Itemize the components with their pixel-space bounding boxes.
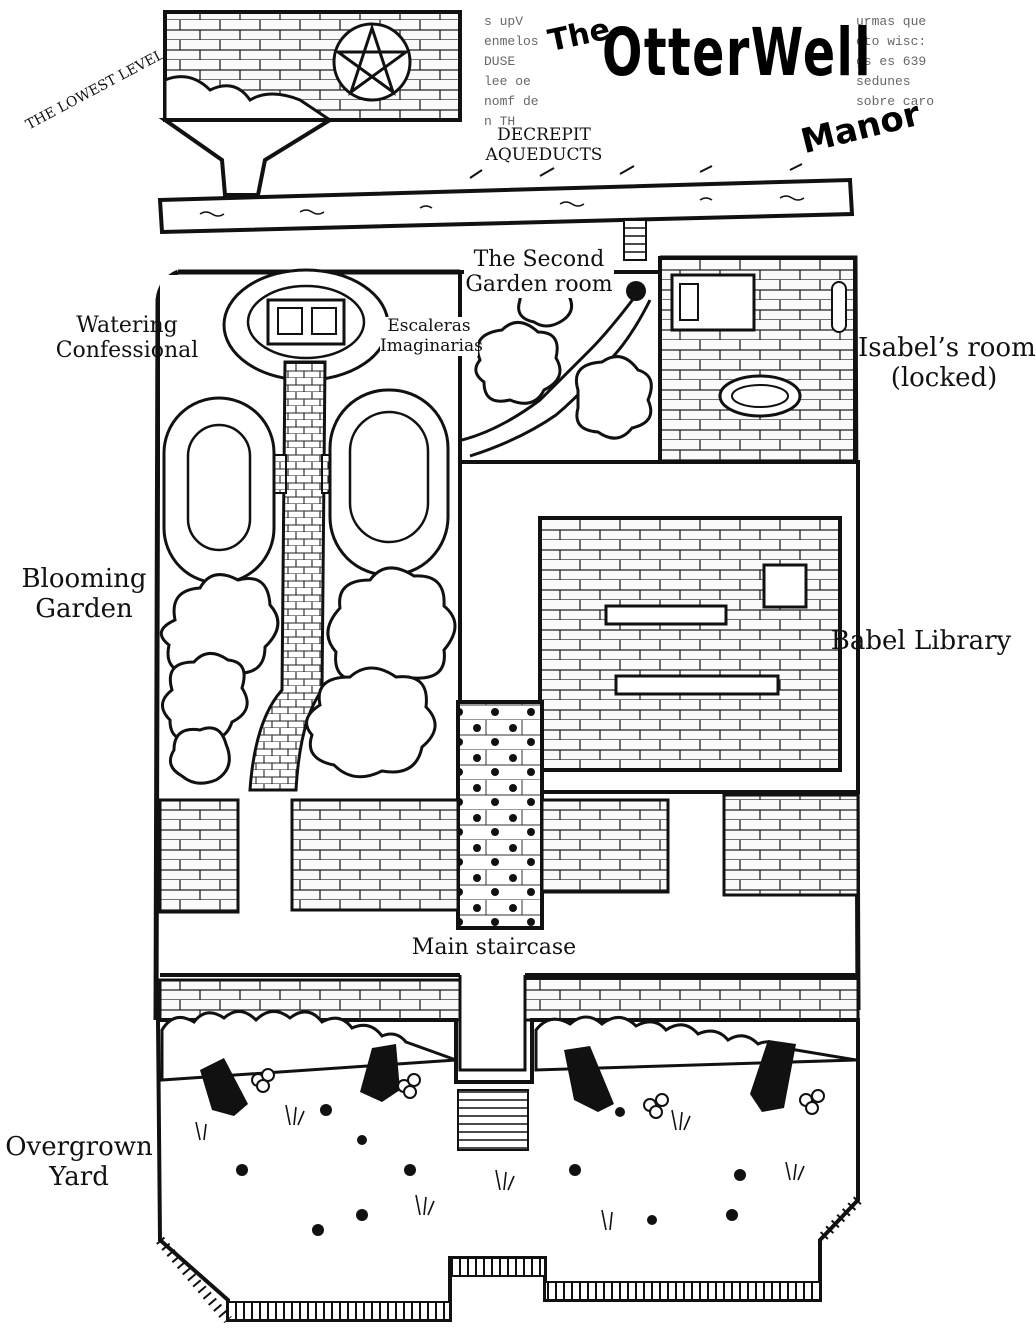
- overgrown-yard: [155, 1010, 862, 1324]
- newsprint-line: n TH: [484, 114, 516, 129]
- label-blooming-garden: Blooming Garden: [14, 564, 154, 625]
- label-isabels-room: Isabel’s room (locked): [858, 333, 1036, 394]
- label-aqueducts-line2: AQUEDUCTS: [485, 144, 603, 165]
- label-escaleras-line2: Imaginarias: [380, 335, 483, 356]
- newsprint-line: sedunes: [856, 74, 911, 89]
- label-second-garden: The Second Garden room: [464, 247, 614, 298]
- bookshelf: [614, 674, 780, 696]
- label-second-garden-line2: Garden room: [465, 272, 613, 298]
- left-pond: [186, 423, 252, 552]
- pentagram-icon: [332, 22, 412, 102]
- label-escaleras-line1: Escaleras: [387, 316, 471, 336]
- label-blooming-line1: Blooming: [21, 564, 147, 594]
- coffin-icon: [200, 1058, 248, 1116]
- table-icon: [762, 563, 808, 609]
- label-blooming-line2: Garden: [35, 593, 133, 624]
- label-babel-library: Babel Library: [830, 626, 1012, 656]
- label-yard-line1: Overgrown: [5, 1132, 153, 1162]
- label-overgrown-yard: Overgrown Yard: [4, 1132, 154, 1193]
- label-watering-line1: Watering: [76, 313, 178, 338]
- newsprint-line: gs es 639: [856, 54, 927, 69]
- label-yard-line2: Yard: [49, 1161, 109, 1192]
- newsprint-line: sobre caro: [856, 94, 935, 109]
- coffin-icon: [564, 1046, 614, 1112]
- lowest-level-chamber: [158, 10, 462, 197]
- newsprint-line: s upV: [484, 14, 524, 29]
- newsprint-clipping: s upV enmelos DUSE lee oe nomf de n TH: [484, 12, 572, 132]
- isabels-room: [658, 256, 857, 464]
- coffin-icon: [360, 1044, 400, 1102]
- garden-bushes: [159, 566, 457, 785]
- label-isabel-line1: Isabel’s room: [858, 333, 1036, 363]
- label-second-garden-line1: The Second: [473, 247, 605, 272]
- newsprint-line: urmas que: [856, 14, 927, 29]
- label-main-staircase: Main staircase: [411, 935, 577, 960]
- label-aqueducts-line1: DECREPIT: [497, 125, 591, 145]
- newsprint-clipping: urmas que eto wisc: gs es 639 sedunes so…: [856, 12, 942, 132]
- coffin-icon: [750, 1040, 796, 1112]
- bookshelf: [604, 604, 728, 626]
- newsprint-line: eto wisc:: [856, 34, 927, 49]
- label-watering-confessional: Watering Confessional: [52, 313, 202, 364]
- newsprint-line: DUSE: [484, 54, 516, 69]
- label-isabel-line2: (locked): [890, 362, 998, 393]
- second-garden-room: [458, 270, 662, 464]
- blooming-garden: [159, 268, 460, 795]
- label-watering-line2: Confessional: [55, 338, 199, 364]
- aqueduct-channel: [157, 163, 855, 261]
- well-icon: [626, 281, 646, 301]
- newsprint-line: nomf de: [484, 94, 539, 109]
- label-escaleras: Escaleras Imaginarias: [380, 316, 483, 357]
- newsprint-line: enmelos: [484, 34, 539, 49]
- map-title: OtterWell: [602, 14, 872, 91]
- newsprint-line: lee oe: [484, 74, 531, 89]
- main-staircase: [456, 700, 544, 930]
- right-pond: [348, 410, 430, 544]
- label-aqueducts: DECREPIT AQUEDUCTS: [474, 125, 614, 165]
